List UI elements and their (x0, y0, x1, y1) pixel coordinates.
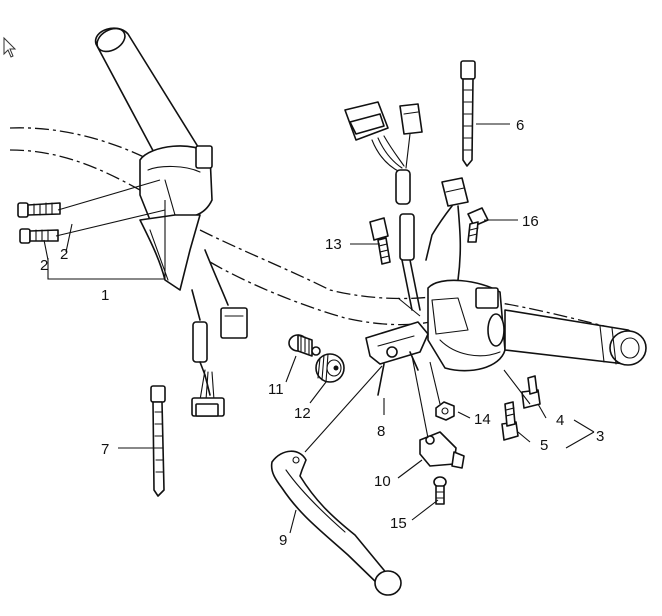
callout-12: 12 (294, 405, 311, 422)
knurled-nut-12 (315, 353, 345, 383)
right-switch-housing (427, 279, 647, 372)
callout-11: 11 (268, 381, 284, 398)
callout-5: 5 (540, 437, 548, 454)
callout-2b: 2 (60, 246, 68, 263)
bolt-13 (369, 217, 391, 265)
clutch-lever-9 (270, 450, 402, 596)
connector-block-top (344, 101, 423, 205)
nut-14 (435, 401, 455, 421)
callout-labels: 1 2 2 3 4 5 6 7 8 9 10 11 12 13 14 15 16 (40, 117, 604, 549)
left-switch-housing (139, 145, 213, 291)
callout-4: 4 (556, 412, 564, 429)
connector-small-right (425, 177, 469, 281)
throttle-cable (399, 213, 421, 311)
callout-2a: 2 (40, 257, 48, 274)
callout-8: 8 (377, 423, 385, 440)
mouse-pointer-icon (3, 36, 17, 58)
guide-lines (55, 179, 441, 453)
callout-13: 13 (325, 236, 342, 253)
screw-15 (433, 476, 447, 505)
screw-5 (501, 401, 519, 441)
callout-leaders (43, 123, 595, 534)
callout-1: 1 (101, 287, 109, 304)
callout-16: 16 (522, 213, 539, 230)
cable-tie-7 (150, 385, 166, 497)
screw-4 (521, 375, 541, 409)
left-wire-harness (191, 249, 248, 417)
screw-lower (19, 228, 59, 244)
callout-6: 6 (516, 117, 524, 134)
lever-bracket (365, 321, 429, 396)
clutch-switch-10 (419, 431, 465, 469)
cable-tie-6 (460, 60, 476, 167)
callout-15: 15 (390, 515, 407, 532)
callout-7: 7 (101, 441, 109, 458)
bolt-16 (467, 207, 489, 243)
callout-9: 9 (279, 532, 287, 549)
screw-upper (17, 202, 61, 218)
callout-3: 3 (596, 428, 604, 445)
callout-14: 14 (474, 411, 491, 428)
callout-10: 10 (374, 473, 391, 490)
adjuster-11 (288, 334, 321, 357)
